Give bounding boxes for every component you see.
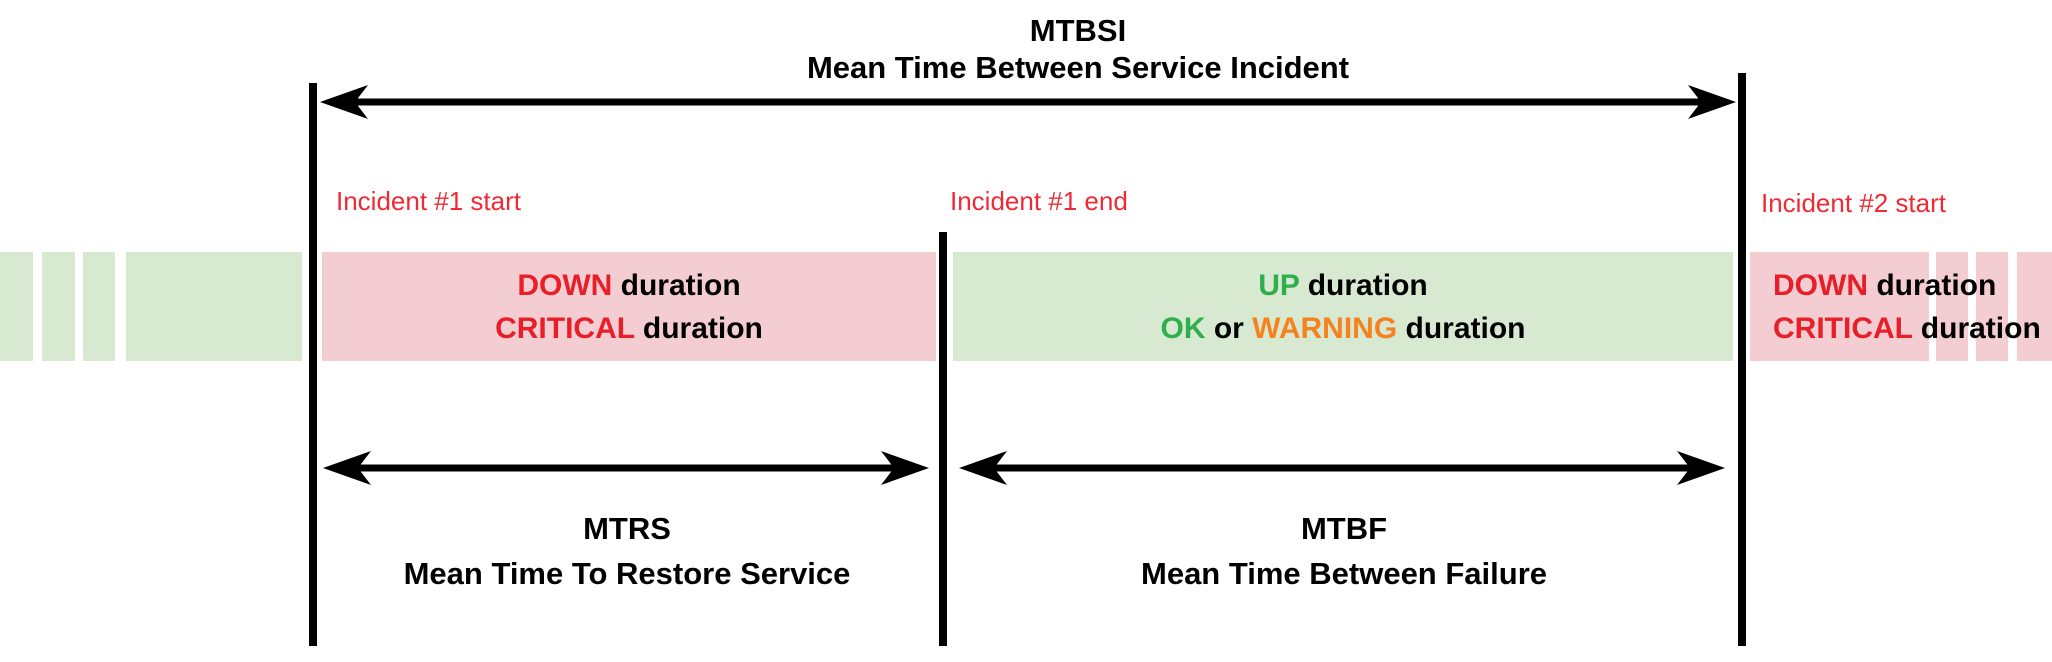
incident2-start-marker-line — [1738, 73, 1746, 646]
title-full: Mean Time Between Service Incident — [806, 50, 1350, 85]
mtbf-label: MTBF Mean Time Between Failure — [944, 506, 1744, 596]
down-band-incident1 — [322, 252, 936, 361]
incident1-start-marker-line — [309, 83, 317, 646]
up-band-text: UP duration OK or WARNING duration — [953, 252, 1733, 361]
incident2-start-label: Incident #2 start — [1761, 188, 1946, 218]
mtrs-label: MTRS Mean Time To Restore Service — [313, 506, 941, 596]
diagram-title: MTBSI Mean Time Between Service Incident — [578, 12, 1578, 86]
mtbsi-double-arrow-icon — [320, 85, 1736, 119]
down-band-incident2-text: DOWN duration CRITICAL duration — [1773, 252, 2052, 361]
down-band-incident2 — [1750, 252, 1929, 361]
up-band-dash — [0, 252, 33, 361]
mtrs-double-arrow-icon — [323, 451, 929, 485]
down-duration-line: DOWN duration — [1773, 268, 1997, 302]
up-band-dash — [83, 252, 115, 361]
up-duration-line: UP duration — [1258, 268, 1428, 302]
down-band-incident1-text: DOWN duration CRITICAL duration — [322, 252, 936, 361]
critical-duration-line: CRITICAL duration — [495, 311, 763, 345]
up-band — [953, 252, 1733, 361]
mtrs-full: Mean Time To Restore Service — [403, 556, 851, 591]
up-band-dash — [126, 252, 302, 361]
mtbf-double-arrow-icon — [959, 451, 1725, 485]
mtrs-abbr: MTRS — [583, 511, 671, 546]
down-band-dash — [1936, 252, 1968, 361]
ok-warning-duration-line: OK or WARNING duration — [1160, 311, 1526, 345]
incident1-end-label: Incident #1 end — [950, 186, 1128, 216]
incident1-start-label: Incident #1 start — [336, 186, 521, 216]
down-band-dash — [1976, 252, 2008, 361]
down-band-dash — [2017, 252, 2052, 361]
mtbf-full: Mean Time Between Failure — [1141, 556, 1547, 591]
up-band-dash — [42, 252, 75, 361]
incident1-end-marker-line — [939, 232, 947, 646]
title-abbr: MTBSI — [1029, 13, 1127, 48]
down-duration-line: DOWN duration — [517, 268, 741, 302]
critical-duration-line: CRITICAL duration — [1773, 311, 2041, 345]
mtbf-abbr: MTBF — [1300, 511, 1388, 546]
